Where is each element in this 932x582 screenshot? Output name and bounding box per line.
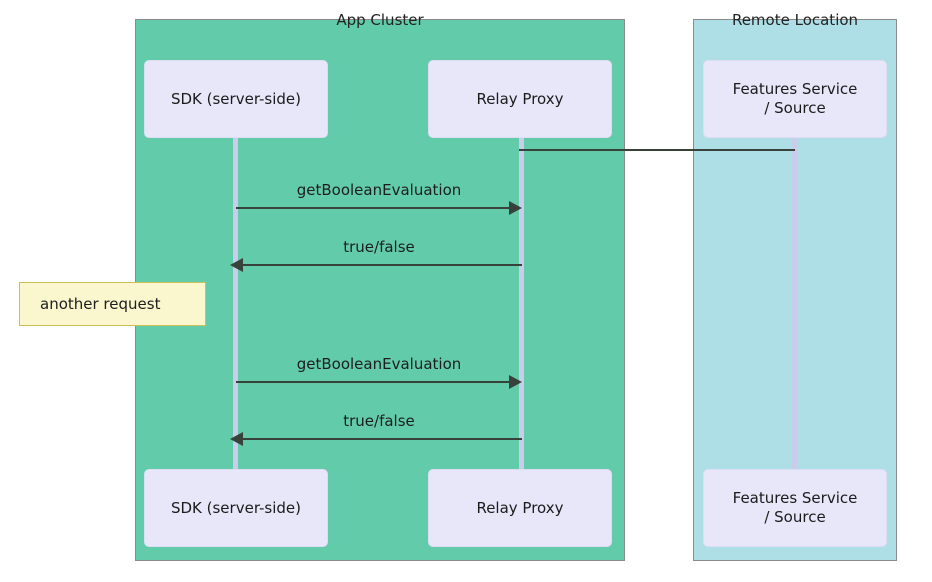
group-remote-location-label: Remote Location — [731, 11, 859, 29]
message-2-line — [243, 264, 522, 266]
message-4-arrowhead-icon — [230, 432, 243, 446]
message-2-arrowhead-icon — [230, 258, 243, 272]
message-4-label: true/false — [343, 412, 415, 430]
message-2-label: true/false — [343, 238, 415, 256]
participant-relay-top-label: Relay Proxy — [476, 89, 564, 108]
participant-sdk-top-label: SDK (server-side) — [170, 89, 302, 108]
lifeline-relay — [519, 136, 524, 470]
participant-relay-bottom-label: Relay Proxy — [476, 498, 564, 517]
participant-features-top-label-line2: / Source — [764, 99, 826, 117]
note-another-request: another request — [19, 282, 206, 326]
message-3-line — [236, 381, 513, 383]
participant-features-bottom-label-line1: Features Service — [732, 489, 858, 507]
participant-features-top-label-line1: Features Service — [732, 80, 858, 98]
participant-sdk-bottom[interactable]: SDK (server-side) — [144, 469, 328, 547]
participant-features-bottom[interactable]: Features Service / Source — [703, 469, 887, 547]
participant-features-top[interactable]: Features Service / Source — [703, 60, 887, 138]
participant-sdk-top[interactable]: SDK (server-side) — [144, 60, 328, 138]
message-3-label: getBooleanEvaluation — [296, 355, 462, 373]
lifeline-features — [792, 136, 797, 470]
group-app-cluster-label: App Cluster — [336, 11, 424, 29]
connector-relay-to-features — [519, 149, 795, 151]
message-4-line — [243, 438, 522, 440]
note-another-request-label: another request — [40, 295, 161, 313]
participant-relay-bottom[interactable]: Relay Proxy — [428, 469, 612, 547]
message-1-label: getBooleanEvaluation — [296, 181, 462, 199]
message-1-arrowhead-icon — [509, 201, 522, 215]
lifeline-sdk — [233, 136, 238, 470]
message-1-line — [236, 207, 513, 209]
participant-features-bottom-label-line2: / Source — [764, 508, 826, 526]
message-3-arrowhead-icon — [509, 375, 522, 389]
participant-relay-top[interactable]: Relay Proxy — [428, 60, 612, 138]
participant-sdk-bottom-label: SDK (server-side) — [170, 498, 302, 517]
